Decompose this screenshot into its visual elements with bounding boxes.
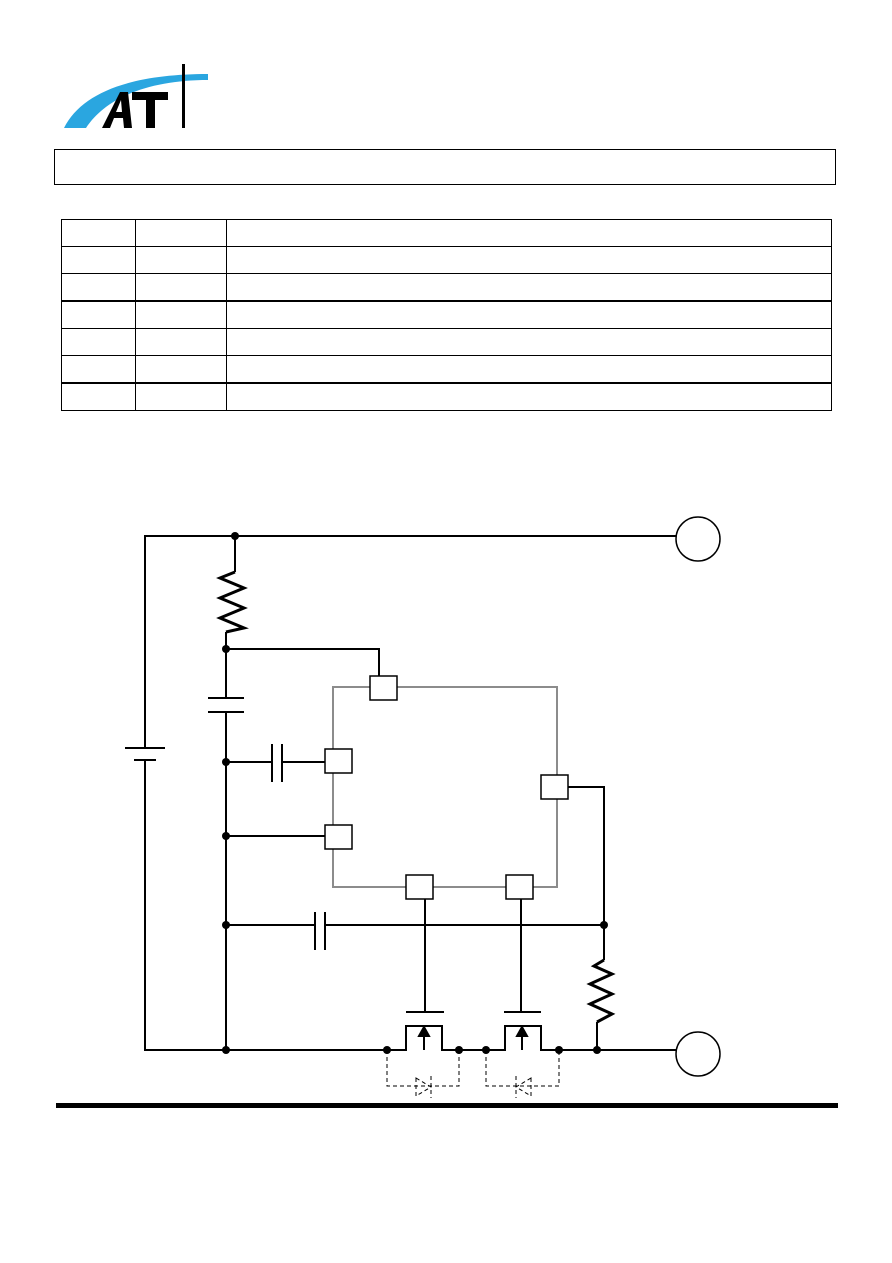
ic-pin-vdd [369, 675, 398, 701]
ic-pin-td [324, 748, 353, 774]
ic-pin-co [505, 874, 534, 900]
pin-table [61, 219, 832, 411]
pin-number-cell [61, 246, 136, 274]
company-logo [64, 64, 208, 128]
title-box [54, 149, 836, 185]
pin-description-cell [226, 219, 832, 247]
table-row [61, 246, 832, 274]
bottom-rail-wire [144, 760, 387, 1051]
capacitor-c1 [208, 697, 244, 713]
ic-pin-vss [324, 824, 353, 850]
pin-description-cell [226, 328, 832, 356]
top-rail-wire [144, 535, 676, 748]
logo-arc [64, 74, 208, 128]
battery-symbol [125, 747, 165, 761]
vdd-wire [226, 648, 380, 676]
pin-name-cell [135, 382, 227, 411]
table-row [61, 300, 832, 329]
body-diode-1 [386, 1050, 460, 1098]
terminal-negative [675, 1031, 721, 1077]
junction-dots [222, 532, 608, 1054]
ic-pins [324, 675, 569, 900]
ic-pin-vm [540, 774, 569, 800]
body-diode-2 [485, 1050, 560, 1098]
resistor-r2 [586, 958, 616, 1024]
table-row [61, 219, 832, 247]
pin-description-cell [226, 273, 832, 302]
table-row [61, 355, 832, 384]
pin-description-cell [226, 382, 832, 411]
table-row [61, 382, 832, 411]
capacitor-c3 [314, 912, 326, 950]
pin-description-cell [226, 246, 832, 274]
ic-body [332, 686, 558, 888]
pin-name-cell [135, 219, 227, 247]
capacitor-c2 [271, 744, 283, 782]
pin-number-cell [61, 273, 136, 302]
ic-pin-do [405, 874, 434, 900]
pin-number-cell [61, 219, 136, 247]
pin-number-cell [61, 328, 136, 356]
pin-name-cell [135, 300, 227, 329]
pin-name-cell [135, 328, 227, 356]
vm-wire [566, 786, 605, 960]
table-row [61, 328, 832, 356]
pin-number-cell [61, 355, 136, 384]
terminal-positive [675, 516, 721, 562]
resistor-r1 [216, 570, 249, 634]
table-row [61, 273, 832, 302]
pin-number-cell [61, 382, 136, 411]
pin-name-cell [135, 355, 227, 384]
mosfet-discharge [387, 1011, 459, 1051]
pin-name-cell [135, 246, 227, 274]
pin-number-cell [61, 300, 136, 329]
pin-description-cell [226, 355, 832, 384]
application-circuit-diagram [125, 516, 721, 1098]
footer-divider [56, 1103, 838, 1108]
pin-name-cell [135, 273, 227, 302]
pin-description-cell [226, 300, 832, 329]
mosfet-charge [486, 1011, 559, 1051]
